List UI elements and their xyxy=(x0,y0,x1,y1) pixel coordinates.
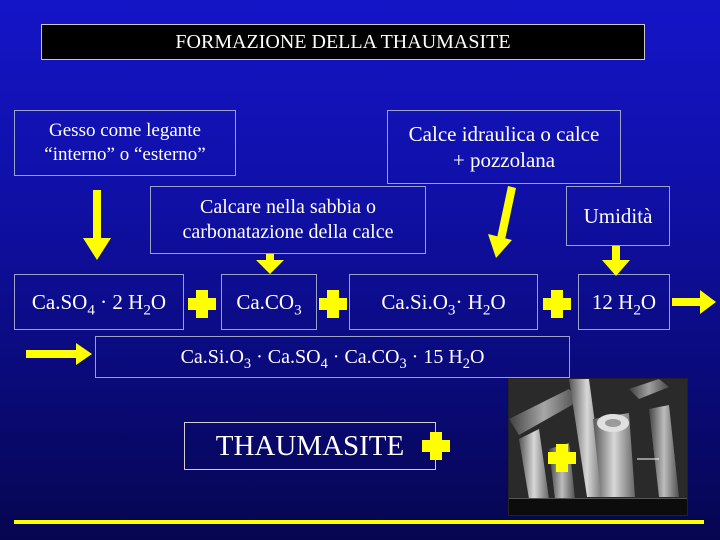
arrow-umidita-down xyxy=(602,246,630,276)
arrow-continue-right xyxy=(672,290,716,314)
plus-icon-2 xyxy=(319,290,347,318)
arrow-calcare-down xyxy=(256,254,284,274)
arrow-calce-down xyxy=(488,186,516,258)
arrow-gesso-down xyxy=(83,190,111,260)
plus-icon-1 xyxy=(188,290,216,318)
plus-icon-4 xyxy=(422,432,450,460)
bottom-rule xyxy=(14,520,704,524)
plus-icon-5 xyxy=(548,444,576,472)
arrow-result-right xyxy=(26,343,92,365)
plus-icon-3 xyxy=(543,290,571,318)
